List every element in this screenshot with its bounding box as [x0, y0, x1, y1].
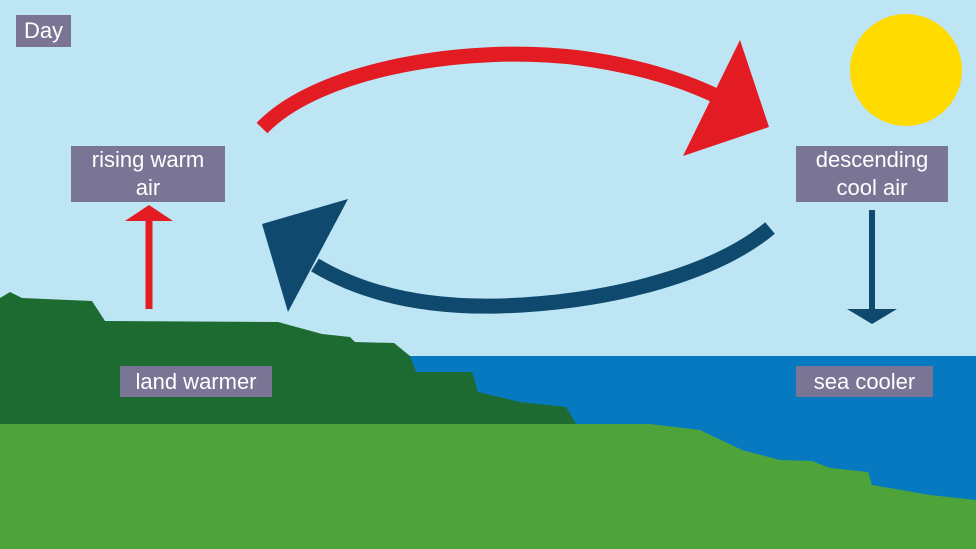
land-label: land warmer — [120, 366, 272, 397]
cool-air-flow-arrowhead — [262, 199, 348, 312]
warm-air-flow-arrowhead — [683, 40, 769, 156]
descending-air-label: descending cool air — [796, 146, 948, 202]
rising-air-label-line1: rising warm — [91, 147, 205, 172]
descending-air-arrowhead — [847, 309, 897, 324]
descending-air-label-line1: descending — [815, 147, 929, 172]
rising-air-label: rising warm air — [71, 146, 225, 202]
period-label: Day — [16, 15, 71, 47]
rising-air-label-line2: air — [135, 175, 161, 200]
sea-label: sea cooler — [796, 366, 933, 397]
rising-air-arrowhead — [125, 205, 173, 221]
foreground-grass — [0, 424, 976, 549]
cool-air-flow-arrow — [311, 222, 775, 314]
sun-icon — [850, 14, 962, 126]
warm-air-flow-arrow — [256, 46, 728, 134]
descending-air-label-line2: cool air — [836, 175, 908, 200]
